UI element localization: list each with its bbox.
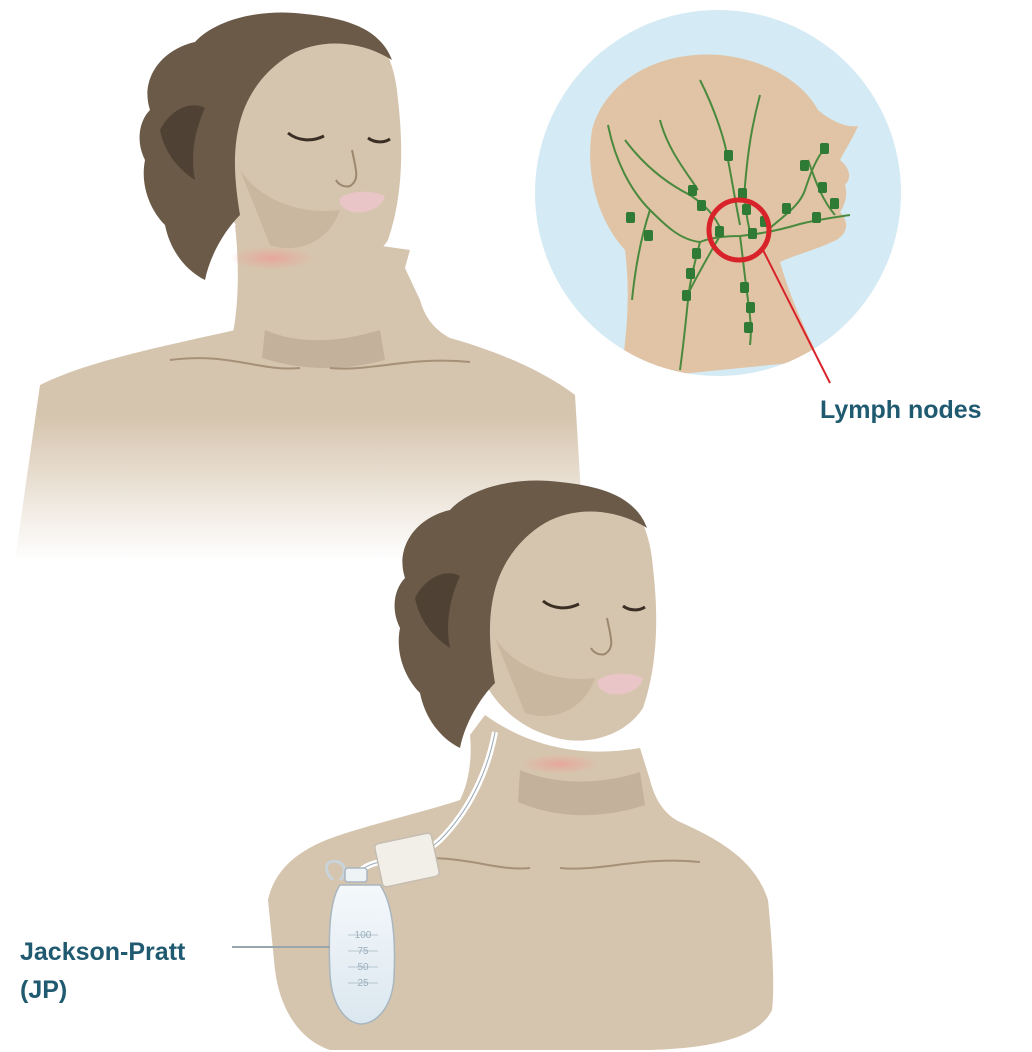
postop-incision-mark	[522, 754, 598, 774]
jp-marking-25: 25	[357, 978, 369, 989]
lymph-nodes-label: Lymph nodes	[820, 396, 982, 424]
preop-incision-mark	[230, 246, 314, 270]
lymph-inset	[535, 10, 901, 383]
figure-preop	[15, 12, 585, 560]
jp-marking-100: 100	[355, 930, 372, 941]
jp-marking-50: 50	[357, 962, 369, 973]
jp-label-line1: Jackson-Pratt	[20, 938, 186, 966]
figure-postop: 100 75 50 25	[232, 480, 773, 1050]
jp-marking-75: 75	[357, 946, 369, 957]
jp-label-line2: (JP)	[20, 976, 67, 1004]
